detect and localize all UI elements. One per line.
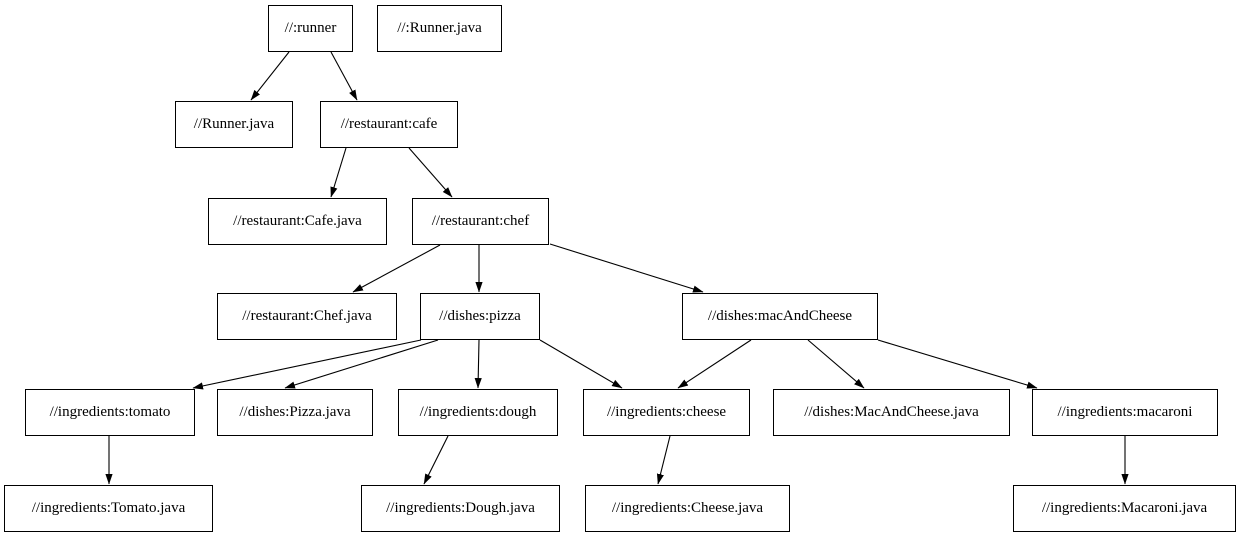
node-label: //dishes:Pizza.java	[239, 404, 351, 420]
edge-macandcheese-to-mac-java	[807, 339, 865, 389]
node-label: //dishes:MacAndCheese.java	[804, 404, 979, 420]
node-cafe-java: //restaurant:Cafe.java	[208, 198, 387, 245]
node-label: //restaurant:Chef.java	[242, 308, 372, 324]
node-macaroni: //ingredients:macaroni	[1032, 389, 1218, 436]
node-macandcheese: //dishes:macAndCheese	[682, 293, 878, 340]
node-tomato: //ingredients:tomato	[25, 389, 195, 436]
node-pizza-java: //dishes:Pizza.java	[217, 389, 373, 436]
node-label: //ingredients:cheese	[606, 404, 727, 420]
node-label: //ingredients:Macaroni.java	[1041, 500, 1208, 516]
edge-cafe-to-cafe-java	[330, 147, 347, 198]
node-dough: //ingredients:dough	[398, 389, 558, 436]
node-label: //ingredients:Cheese.java	[611, 500, 764, 516]
node-mac-java: //dishes:MacAndCheese.java	[773, 389, 1010, 436]
node-chef: //restaurant:chef	[412, 198, 549, 245]
node-label: //ingredients:Dough.java	[386, 500, 535, 516]
node-cafe: //restaurant:cafe	[320, 101, 458, 148]
node-dough-java: //ingredients:Dough.java	[361, 485, 560, 532]
node-runner-file: //Runner.java	[175, 101, 293, 148]
edge-macandcheese-to-cheese	[677, 339, 752, 389]
node-label: //:runner	[284, 20, 337, 36]
edge-chef-to-macandcheese	[549, 243, 704, 293]
node-cheese-java: //ingredients:Cheese.java	[585, 485, 790, 532]
edge-runner-to-runner-file	[250, 51, 290, 101]
edge-macandcheese-to-macaroni	[877, 339, 1038, 389]
node-label: //dishes:pizza	[439, 308, 521, 324]
edge-dough-to-dough-java	[423, 435, 449, 485]
node-runner-src: //:Runner.java	[377, 5, 502, 52]
edge-pizza-to-tomato	[192, 339, 422, 390]
edge-runner-to-cafe	[330, 51, 358, 101]
edge-cheese-to-cheese-java	[656, 435, 671, 485]
node-label: //:Runner.java	[397, 20, 482, 36]
node-cheese: //ingredients:cheese	[583, 389, 750, 436]
node-label: //ingredients:Tomato.java	[31, 500, 186, 516]
node-label: //restaurant:cafe	[340, 116, 438, 132]
node-label: //ingredients:dough	[419, 404, 537, 420]
edge-chef-to-chef-java	[352, 244, 441, 293]
edge-cafe-to-chef	[408, 147, 453, 198]
edge-pizza-to-cheese	[539, 339, 623, 389]
node-label: //restaurant:Cafe.java	[233, 213, 362, 229]
node-label: //dishes:macAndCheese	[707, 308, 853, 324]
edge-pizza-to-pizza-java	[284, 339, 439, 389]
node-pizza: //dishes:pizza	[420, 293, 540, 340]
node-label: //Runner.java	[193, 116, 275, 132]
node-runner: //:runner	[268, 5, 353, 52]
node-label: //ingredients:macaroni	[1057, 404, 1193, 420]
edge-pizza-to-dough	[474, 339, 482, 389]
node-label: //ingredients:tomato	[49, 404, 171, 420]
node-tomato-java: //ingredients:Tomato.java	[4, 485, 213, 532]
node-macaroni-java: //ingredients:Macaroni.java	[1013, 485, 1236, 532]
node-chef-java: //restaurant:Chef.java	[217, 293, 397, 340]
node-label: //restaurant:chef	[431, 213, 530, 229]
